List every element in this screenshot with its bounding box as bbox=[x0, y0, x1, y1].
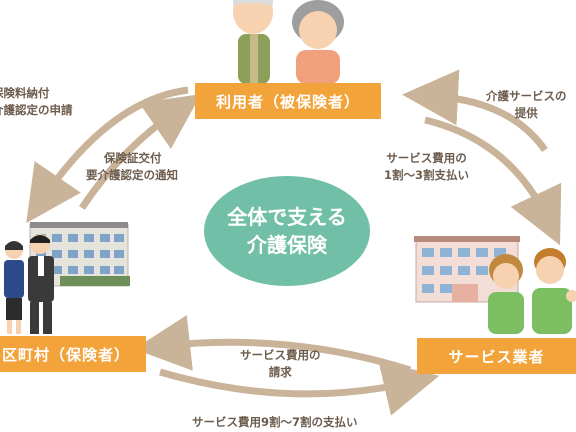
arrow-payment bbox=[159, 360, 440, 416]
label-billing-line2: 請求 bbox=[268, 365, 292, 379]
elderly-woman-icon bbox=[292, 0, 344, 84]
center-circle: 全体で支える 介護保険 bbox=[204, 176, 370, 286]
female-staff-icon bbox=[4, 241, 24, 334]
label-provision-line2: 提供 bbox=[514, 106, 538, 120]
user-box: 利用者（被保険者） bbox=[195, 83, 381, 119]
label-premium-line2: 介護認定の申請 bbox=[0, 103, 73, 117]
label-certificate: 保険証交付 要介護認定の通知 bbox=[86, 150, 178, 184]
label-provision: 介護サービスの 提供 bbox=[486, 88, 567, 122]
label-premium-line1: 保険料納付 bbox=[0, 86, 50, 100]
label-payment: サービス費用9割〜7割の支払い bbox=[192, 415, 358, 429]
arrow-certificate bbox=[79, 94, 202, 210]
arrow-provision bbox=[402, 69, 548, 153]
label-copay: サービス費用の 1割〜3割支払い bbox=[384, 150, 469, 184]
label-provision-line1: 介護サービスの bbox=[486, 89, 567, 103]
facility-building-icon bbox=[414, 236, 520, 303]
female-care-worker-icon bbox=[488, 254, 524, 334]
male-care-worker-icon bbox=[532, 248, 576, 334]
arrow-copay bbox=[424, 116, 562, 246]
provider-box: サービス業者 bbox=[417, 338, 576, 374]
center-title-line2: 介護保険 bbox=[247, 233, 327, 257]
male-staff-icon bbox=[28, 234, 54, 334]
insurer-box: 区町村（保険者） bbox=[0, 336, 146, 372]
label-billing-line1: サービス費用の bbox=[240, 348, 321, 362]
arrow-premium bbox=[26, 86, 189, 224]
label-billing: サービス費用の 請求 bbox=[240, 347, 321, 381]
center-title-line1: 全体で支える bbox=[227, 205, 347, 229]
elderly-man-icon bbox=[233, 0, 273, 84]
label-copay-line1: サービス費用の bbox=[386, 151, 467, 165]
label-certificate-line2: 要介護認定の通知 bbox=[86, 168, 178, 182]
label-premium: 保険料納付 介護認定の申請 bbox=[0, 85, 73, 119]
label-copay-line2: 1割〜3割支払い bbox=[384, 168, 470, 182]
label-certificate-line1: 保険証交付 bbox=[104, 151, 162, 165]
